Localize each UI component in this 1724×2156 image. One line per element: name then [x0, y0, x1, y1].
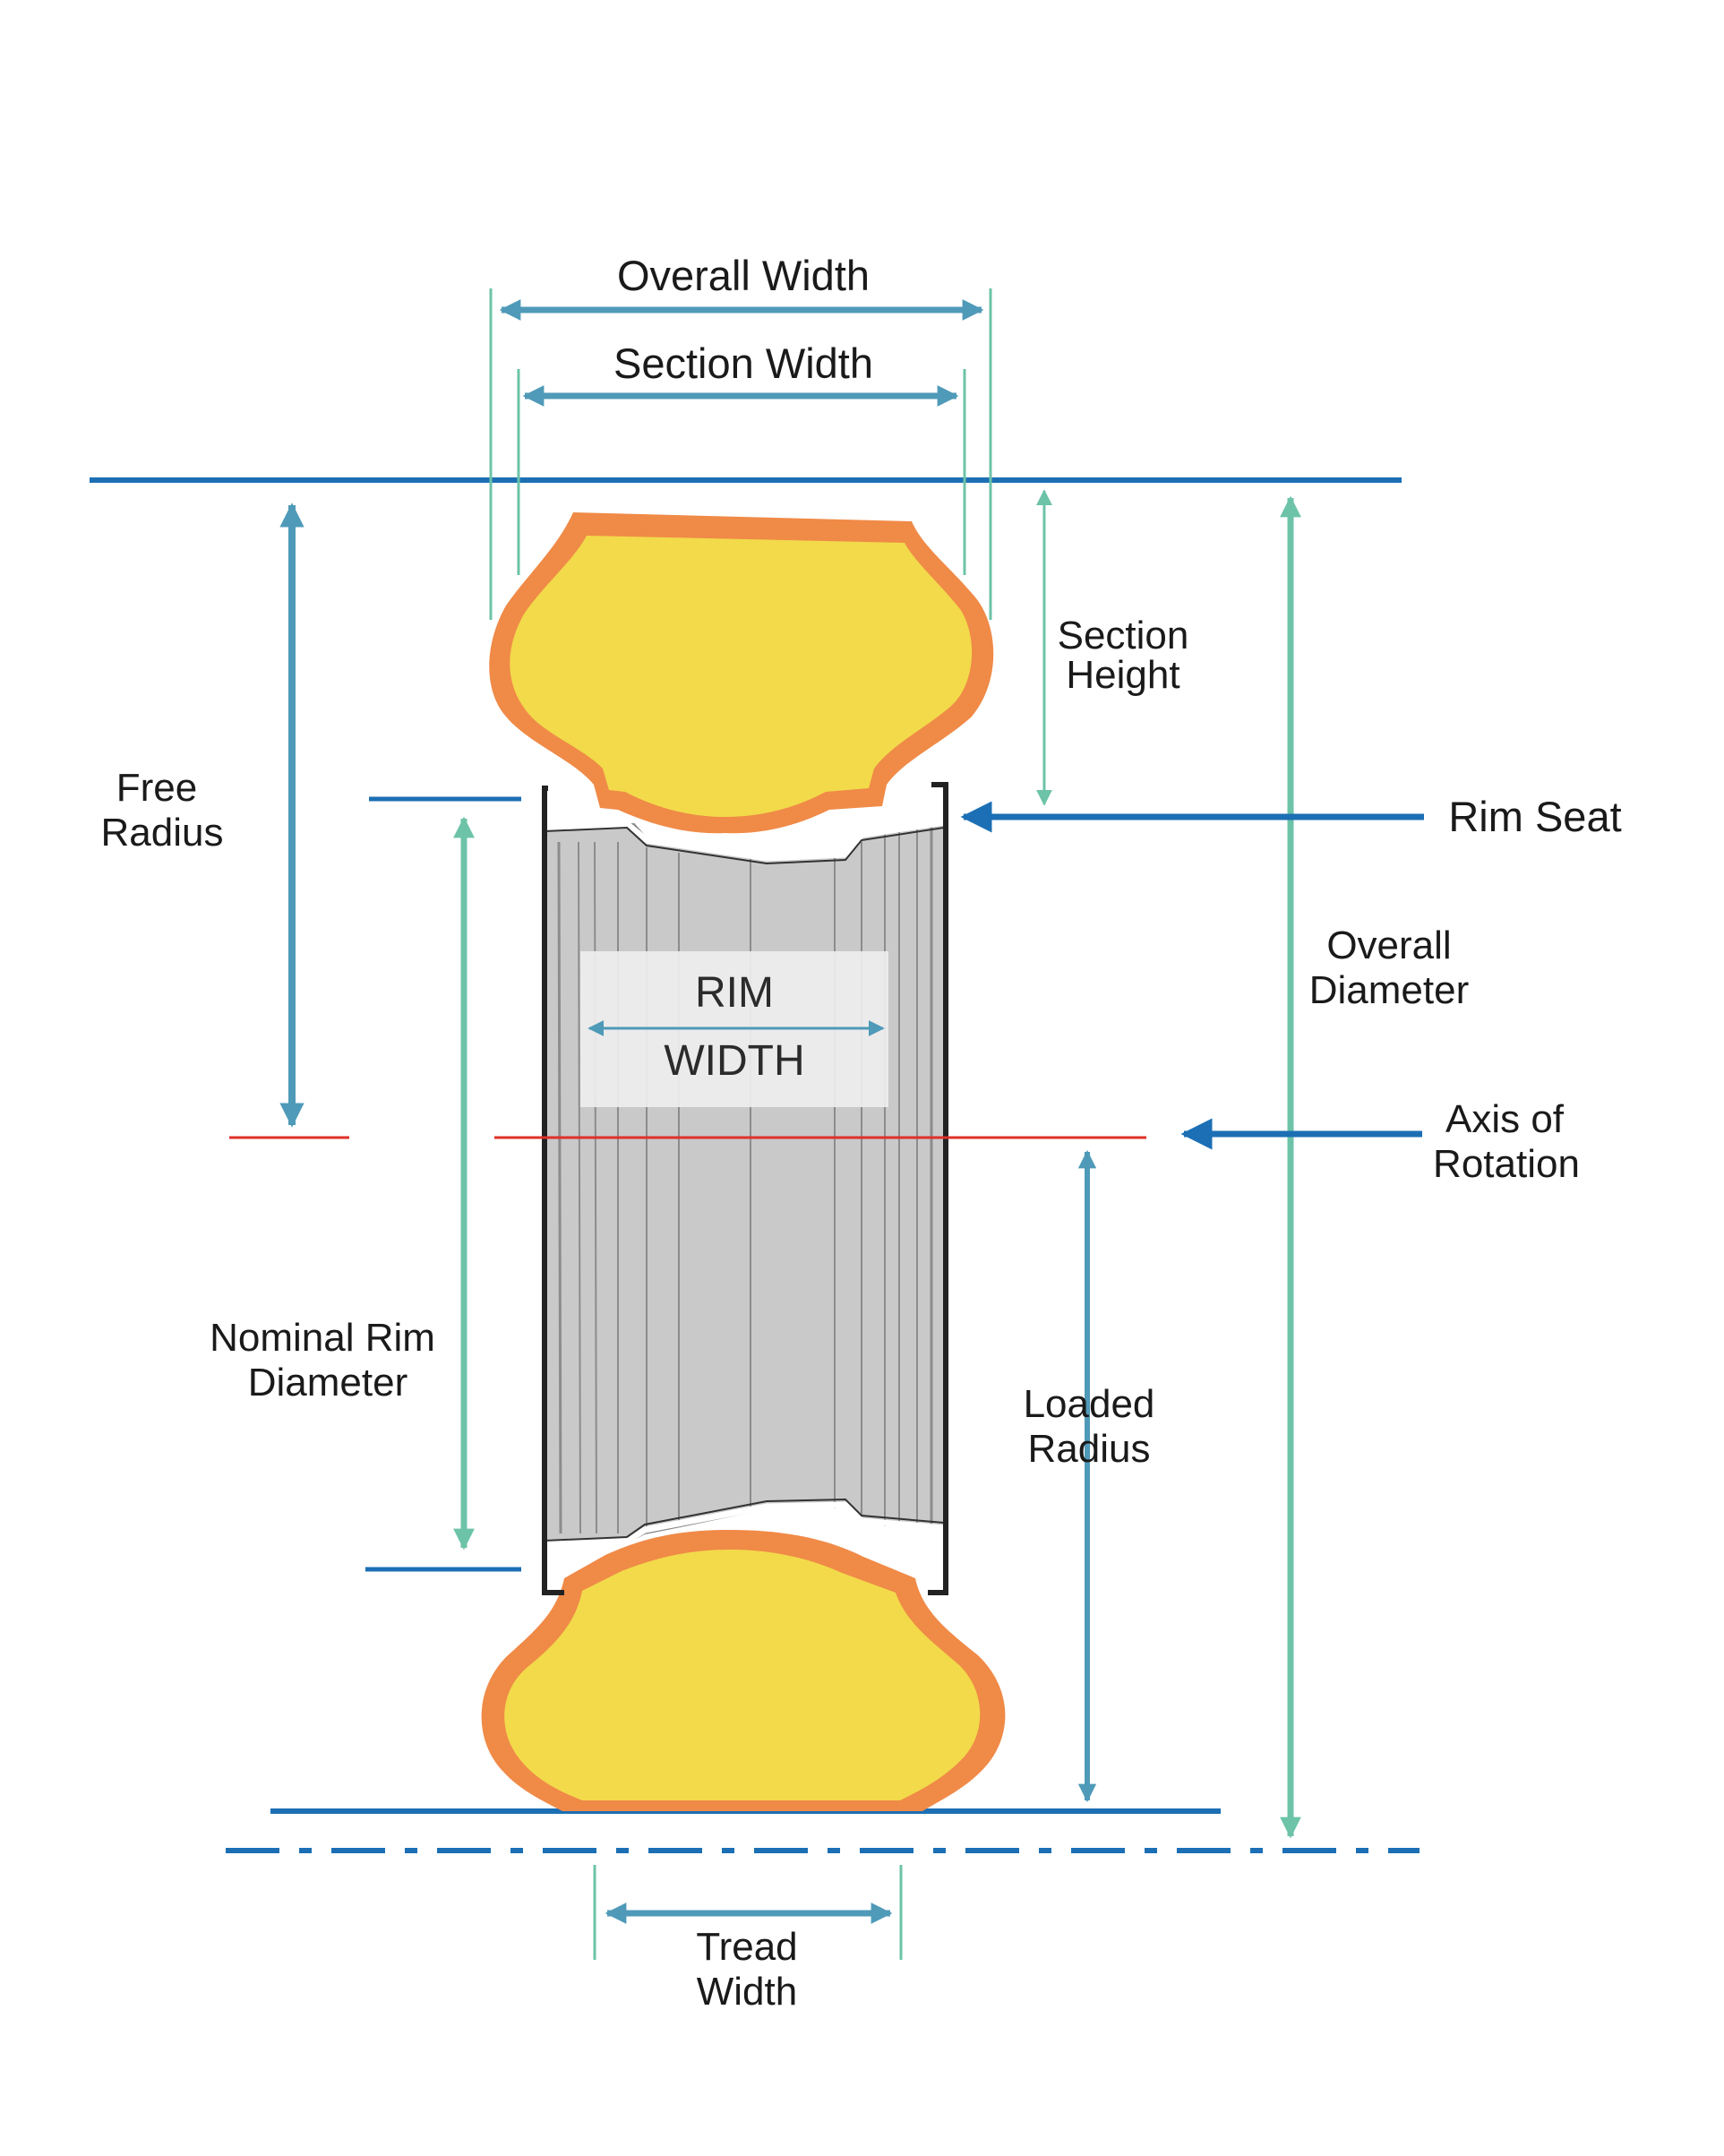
- tire-bottom: [481, 1530, 1006, 1811]
- loaded-radius-label-line2: Radius: [1028, 1427, 1151, 1471]
- rim-width-label-line1: RIM: [695, 969, 774, 1017]
- tire-bottom-inner: [504, 1550, 981, 1800]
- rim: [542, 782, 948, 1595]
- section-height-label-line2: Height: [1066, 653, 1179, 697]
- rim-stripe: [557, 841, 562, 1534]
- rim-width-label-line2: WIDTH: [664, 1037, 804, 1085]
- rim-flange-right: [928, 782, 948, 1595]
- rim-bottom-contour-dark: [544, 1498, 945, 1542]
- tread-width-label-line2: Width: [697, 1970, 797, 2014]
- overall-width-label: Overall Width: [617, 252, 870, 299]
- section-height-label-line1: Section: [1058, 614, 1189, 657]
- rim-bottom-contour: [544, 1501, 945, 1548]
- axis-of-rotation-label-line1: Axis of: [1445, 1097, 1565, 1141]
- tire-top-inner: [510, 536, 973, 817]
- free-radius-label-line2: Radius: [101, 811, 224, 855]
- section-width-label: Section Width: [613, 339, 873, 387]
- loaded-radius-label-line1: Loaded: [1024, 1382, 1155, 1426]
- rim-top-contour: [544, 819, 945, 862]
- free-radius-label-line1: Free: [116, 766, 197, 810]
- nominal-rim-diameter-label-line1: Nominal Rim: [210, 1316, 435, 1360]
- overall-diameter-label-line1: Overall: [1326, 923, 1451, 967]
- rim-stripe: [578, 841, 581, 1534]
- overall-diameter-label-line2: Diameter: [1309, 968, 1470, 1012]
- tread-width-label-line1: Tread: [696, 1925, 797, 1969]
- rim-seat-label: Rim Seat: [1448, 793, 1621, 840]
- rim-top-contour-dark: [544, 826, 945, 865]
- tire-top: [489, 512, 994, 834]
- nominal-rim-diameter-label-line2: Diameter: [248, 1361, 408, 1404]
- axis-of-rotation-label-line2: Rotation: [1433, 1142, 1580, 1186]
